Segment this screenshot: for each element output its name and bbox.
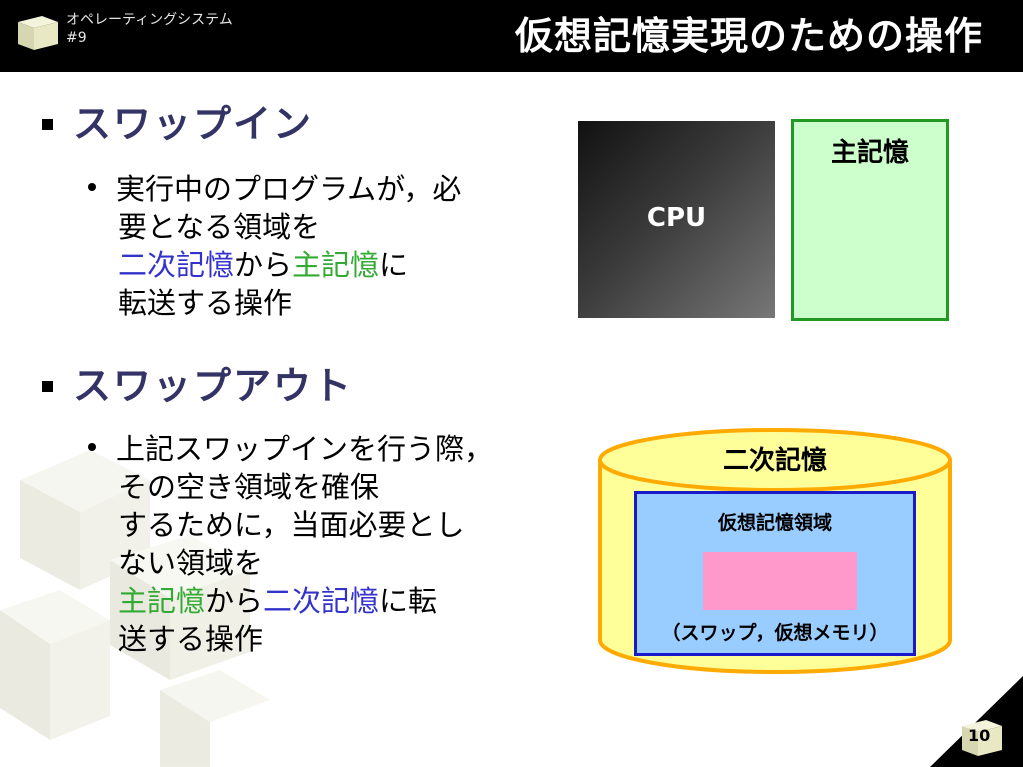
main-memory-label: 主記憶 (830, 138, 909, 168)
bullet-text-line: 送する操作 (118, 622, 264, 656)
bullet-text-line: 転送する操作 (118, 286, 293, 320)
main-memory-box: 主記憶 (791, 119, 949, 321)
round-bullet-icon (88, 443, 96, 451)
secondary-storage-term: 二次記憶 (263, 584, 380, 618)
square-bullet-icon (42, 119, 53, 130)
virtual-memory-note: （スワップ，仮想メモリ） (661, 622, 889, 644)
bullet-swap-in: 実行中のプログラムが，必 要となる領域を 二次記憶から主記憶に 転送する操作 (88, 170, 461, 322)
page-number: 10 (968, 726, 991, 745)
virtual-memory-area-label: 仮想記憶領域 (717, 512, 832, 534)
main-memory-term: 主記憶 (118, 584, 206, 618)
bullet-text-fragment: に転 (379, 584, 438, 618)
bullet-text-line: 上記スワップインを行う際， (116, 432, 494, 466)
bullet-text-line: 要となる領域を (118, 210, 321, 244)
bullet-text-fragment: から (205, 584, 264, 618)
heading-swap-out: スワップアウト (42, 362, 353, 410)
cpu-label: CPU (646, 203, 707, 233)
cpu-box: CPU (578, 121, 775, 318)
decorative-cubes (0, 450, 270, 767)
swap-block (703, 552, 857, 610)
heading-swap-out-text: スワップアウト (73, 364, 354, 408)
secondary-storage-label: 二次記憶 (722, 446, 827, 476)
slide-title: 仮想記憶実現のための操作 (514, 14, 983, 58)
bullet-swap-out: 上記スワップインを行う際， その空き領域を確保 するために，当面必要とし ない領… (88, 430, 493, 658)
main-memory-term: 主記憶 (292, 248, 380, 282)
bullet-text-line: 実行中のプログラムが，必 (116, 172, 462, 206)
page-corner-icon (930, 676, 1023, 767)
bullet-text-line: するために，当面必要とし (118, 508, 465, 542)
cube-logo-icon (18, 16, 58, 50)
header-bar: オペレーティングシステム #9 仮想記憶実現のための操作 (0, 0, 1023, 72)
bullet-text-line: ない領域を (118, 546, 264, 580)
square-bullet-icon (42, 381, 53, 392)
round-bullet-icon (88, 183, 96, 191)
heading-swap-in: スワップイン (42, 100, 313, 148)
bullet-text-fragment: に (379, 248, 409, 282)
secondary-storage-term: 二次記憶 (118, 248, 235, 282)
heading-swap-in-text: スワップイン (73, 102, 314, 146)
bullet-text-line: その空き領域を確保 (118, 470, 380, 504)
course-title: オペレーティングシステム (66, 12, 233, 28)
virtual-memory-area: 仮想記憶領域 （スワップ，仮想メモリ） (634, 491, 916, 656)
lecture-number: #9 (66, 30, 87, 46)
bullet-text-fragment: から (234, 248, 293, 282)
